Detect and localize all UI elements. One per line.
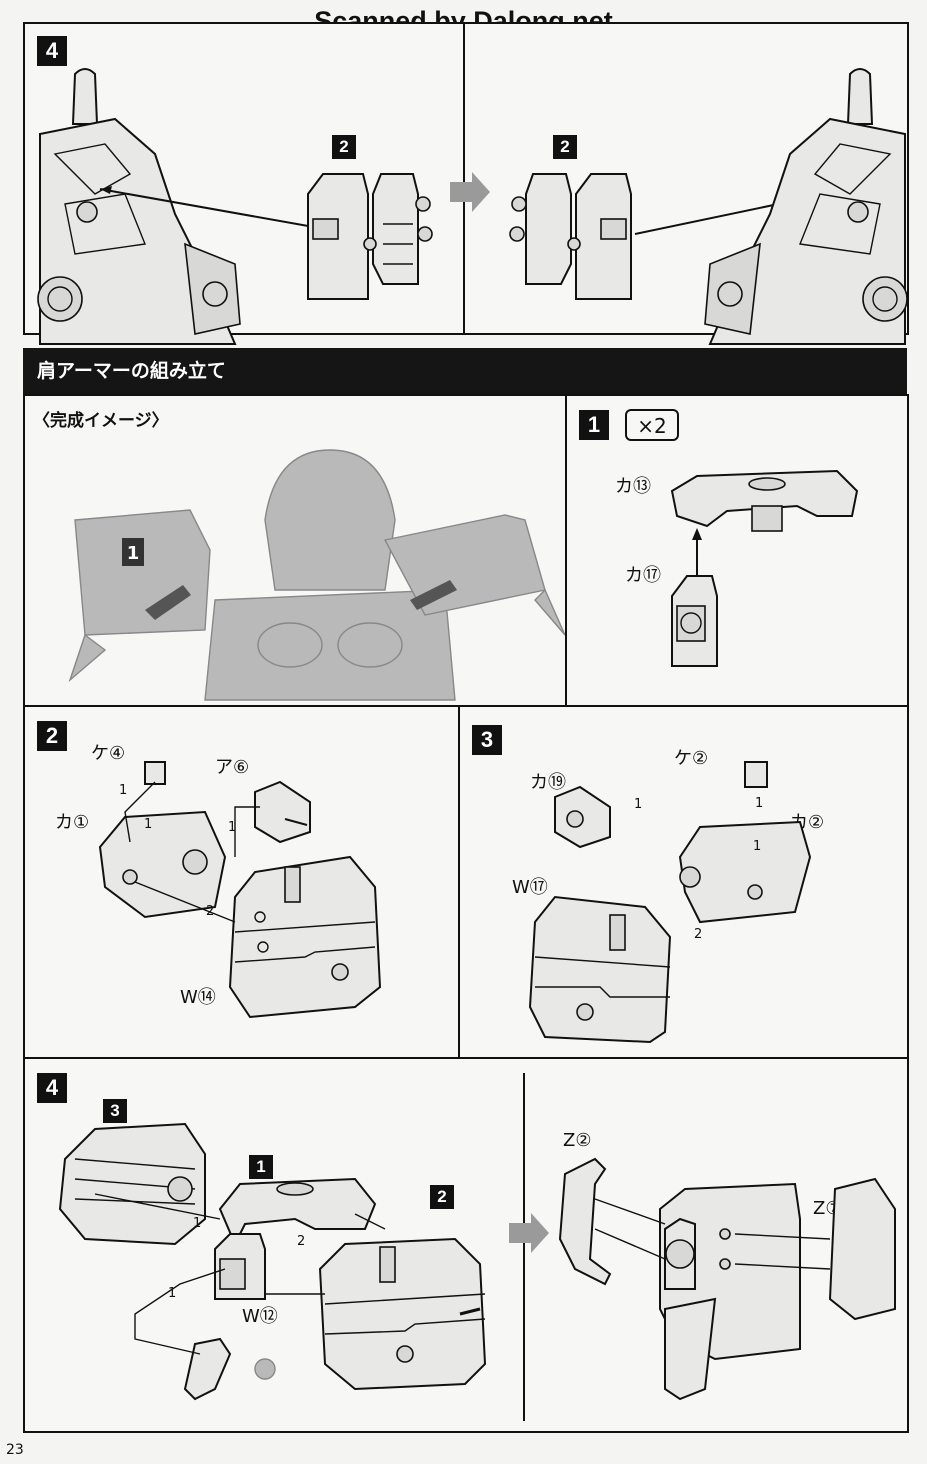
step3-panel: 3 ケ② カ⑲ カ② W⑰ 1 1 1 2	[458, 705, 909, 1059]
order-marker: 1	[755, 796, 764, 811]
step-number: 2	[37, 721, 67, 751]
direction-arrow	[450, 172, 490, 212]
step4-right-assembly-illustration	[558, 1157, 896, 1401]
torso-illustration-left	[37, 68, 241, 345]
assembly-arrow-line-left	[99, 186, 326, 230]
order-marker: 2	[694, 927, 703, 942]
step3-assembly-illustration	[528, 761, 812, 1044]
step4-panel: 4 3 1 2 W⑫ Z② Z⑦ 1 1 2 1	[23, 1057, 909, 1433]
step4-left-assembly-illustration	[58, 1122, 487, 1401]
multiplier-badge: ×2	[625, 409, 679, 441]
completed-figure-illustration: 1	[68, 449, 566, 701]
torso-illustration-right	[704, 68, 908, 345]
svg-text:1: 1	[127, 543, 140, 564]
step2-assembly-illustration	[98, 761, 382, 1019]
order-marker: 1	[634, 797, 643, 812]
part-label-b: カ⑰	[625, 565, 661, 586]
panel-divider	[463, 24, 465, 333]
part-label: Z②	[563, 1130, 592, 1151]
sub-step-number: 2	[553, 135, 577, 159]
step1-part-illustration	[670, 469, 859, 667]
order-marker: 1	[193, 1216, 202, 1231]
sub-step-number: 3	[103, 1099, 127, 1123]
step-number: 4	[37, 36, 67, 66]
shoulder-part-right	[509, 173, 632, 300]
order-marker: 2	[206, 904, 215, 919]
part-label: ケ④	[91, 743, 126, 764]
order-marker: 1	[753, 839, 762, 854]
order-marker: 1	[168, 1286, 177, 1301]
sub-step-number: 1	[249, 1155, 273, 1179]
part-label: ケ②	[674, 748, 709, 769]
part-label: カ①	[55, 812, 90, 833]
shoulder-part-left	[307, 173, 433, 300]
order-marker: 1	[228, 820, 237, 835]
panel-divider	[523, 1073, 525, 1421]
part-label-a: カ⑬	[615, 476, 651, 497]
step-number: 1	[579, 410, 609, 440]
preview-label: 〈完成イメージ〉	[33, 411, 169, 431]
page-number: 23	[6, 1442, 24, 1458]
order-marker: 1	[144, 817, 153, 832]
part-label: W⑫	[242, 1306, 278, 1327]
sub-step-number: 2	[332, 135, 356, 159]
direction-arrow	[509, 1213, 549, 1253]
section-title: 肩アーマーの組み立て	[23, 348, 907, 394]
part-label: W⑰	[512, 877, 548, 898]
top-step-panel: 4 2 2	[23, 22, 909, 345]
order-marker: 1	[119, 783, 128, 798]
sub-step-number: 2	[430, 1185, 454, 1209]
step-number: 3	[472, 725, 502, 755]
step1-panel: 1 ×2 カ⑬ カ⑰	[565, 394, 909, 707]
part-label: カ⑲	[530, 772, 566, 793]
preview-panel: 〈完成イメージ〉 1	[23, 394, 567, 707]
part-label: ア⑥	[215, 757, 250, 778]
order-marker: 2	[297, 1234, 306, 1249]
step2-panel: 2 ケ④ ア⑥ カ① W⑭ 1 1 1 2	[23, 705, 460, 1059]
part-label: W⑭	[180, 987, 216, 1008]
step-number: 4	[37, 1073, 67, 1103]
